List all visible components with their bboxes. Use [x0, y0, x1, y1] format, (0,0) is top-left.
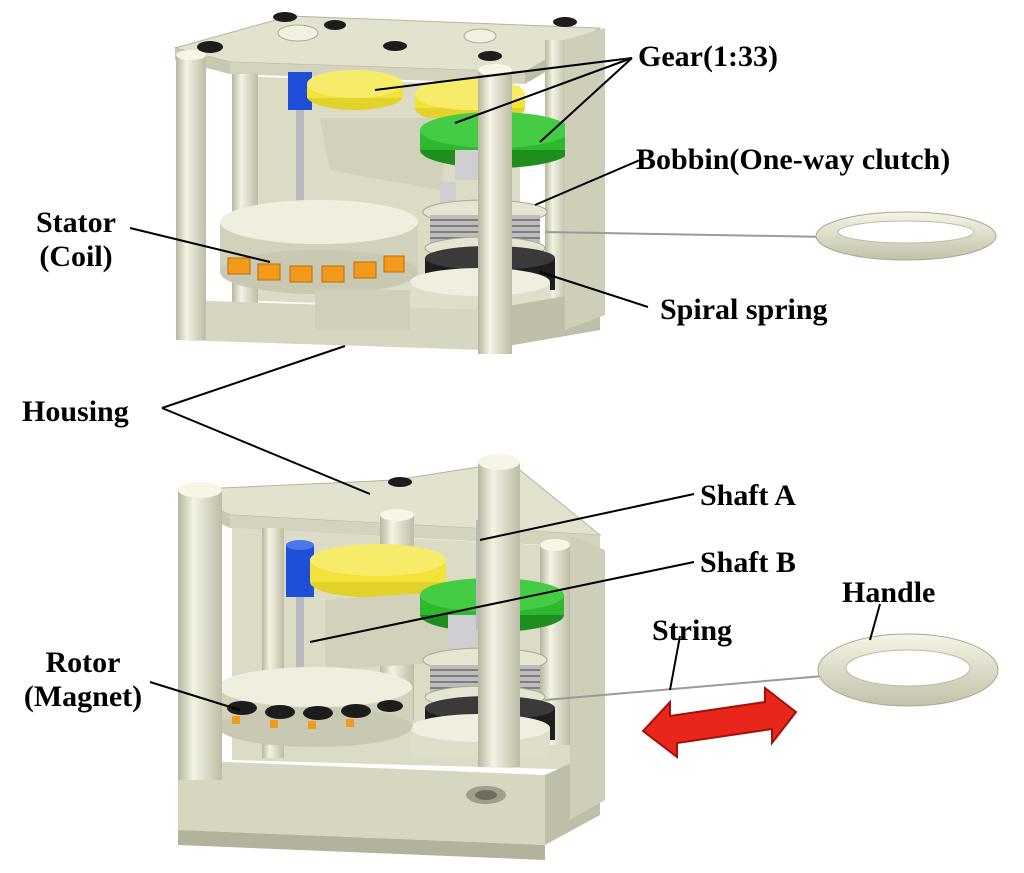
- bottom-yellow-gear: [310, 544, 446, 598]
- rotor-label-line1: Rotor: [45, 646, 121, 679]
- top-stator-disk: [220, 200, 418, 294]
- bobbin-label: Bobbin(One-way clutch): [636, 143, 951, 176]
- shaft-a-label: Shaft A: [700, 479, 796, 512]
- rotor-label-line2: (Magnet): [23, 680, 143, 713]
- bottom-handle-ring: [817, 633, 999, 707]
- shaft-b-label: Shaft B: [700, 546, 796, 579]
- stator-label-line1: Stator: [36, 206, 116, 239]
- top-handle-ring: [815, 211, 997, 261]
- bottom-rotor-disk: [218, 667, 413, 747]
- housing-label: Housing: [22, 395, 129, 428]
- bottom-assembly: [177, 454, 999, 860]
- rotor-label: Rotor (Magnet): [10, 646, 156, 714]
- leader-lines: [129, 57, 881, 711]
- top-assembly: [173, 12, 997, 354]
- stator-label: Stator (Coil): [20, 206, 132, 274]
- gear-label: Gear(1:33): [638, 40, 778, 73]
- spiral-spring-label: Spiral spring: [660, 293, 828, 326]
- string-label: String: [652, 614, 733, 647]
- pull-direction-arrow: [641, 685, 798, 760]
- stator-label-line2: (Coil): [39, 240, 113, 273]
- handle-label: Handle: [842, 576, 936, 609]
